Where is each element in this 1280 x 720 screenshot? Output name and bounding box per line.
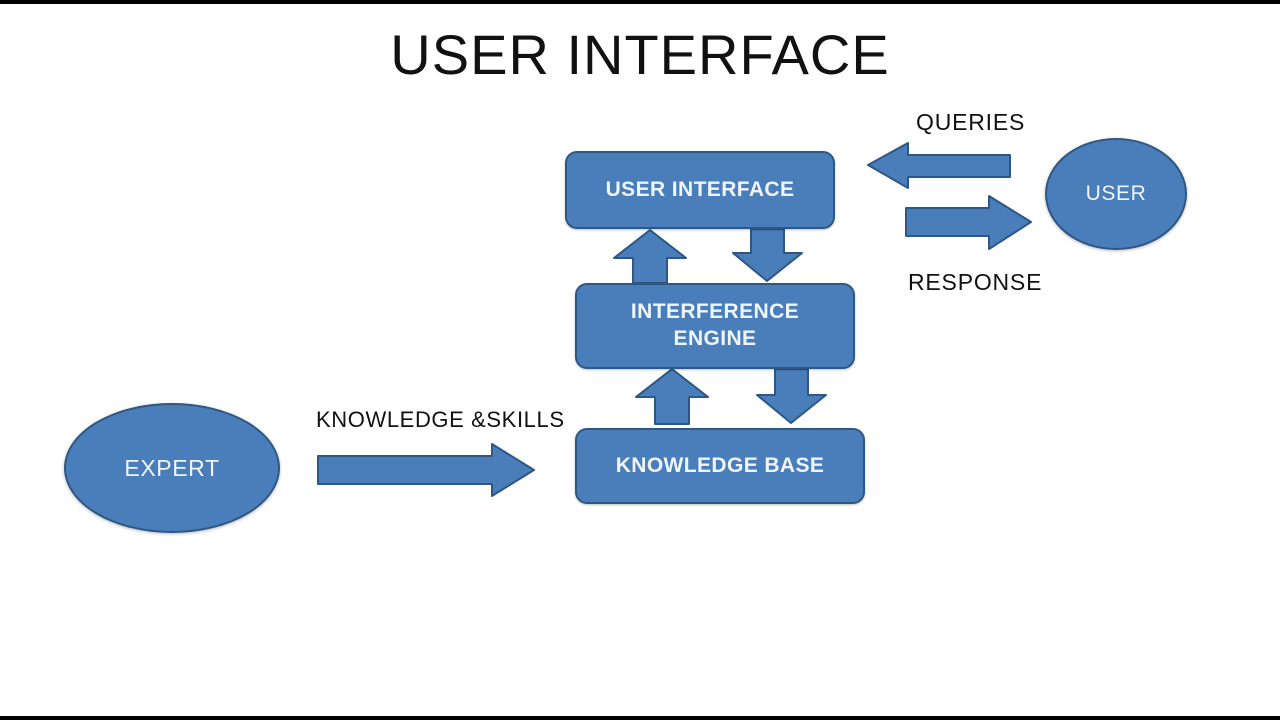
letterbox-bottom-bar <box>0 716 1280 720</box>
arrow-queries <box>867 142 1011 189</box>
letterbox-top-bar <box>0 0 1280 4</box>
node-user-interface[interactable]: USER INTERFACE <box>565 151 835 229</box>
node-user[interactable]: USER <box>1045 138 1187 250</box>
node-knowledge-base[interactable]: KNOWLEDGE BASE <box>575 428 865 504</box>
edge-label-knowledge-skills: KNOWLEDGE &SKILLS <box>316 407 565 432</box>
arrow-kb-to-engine-up <box>635 368 709 425</box>
edge-label-queries: QUERIES <box>916 109 1026 135</box>
arrow-engine-to-ui-up <box>613 229 687 284</box>
arrow-knowledge-skills <box>317 443 535 497</box>
node-expert[interactable]: EXPERT <box>64 403 280 533</box>
arrow-response <box>905 195 1032 250</box>
arrow-ui-to-engine-down <box>732 228 803 282</box>
page-title: USER INTERFACE <box>390 23 890 86</box>
node-inference-engine[interactable]: INTERFERENCE ENGINE <box>575 283 855 369</box>
arrow-engine-to-kb-down <box>756 368 827 424</box>
edge-label-response: RESPONSE <box>908 269 1043 295</box>
